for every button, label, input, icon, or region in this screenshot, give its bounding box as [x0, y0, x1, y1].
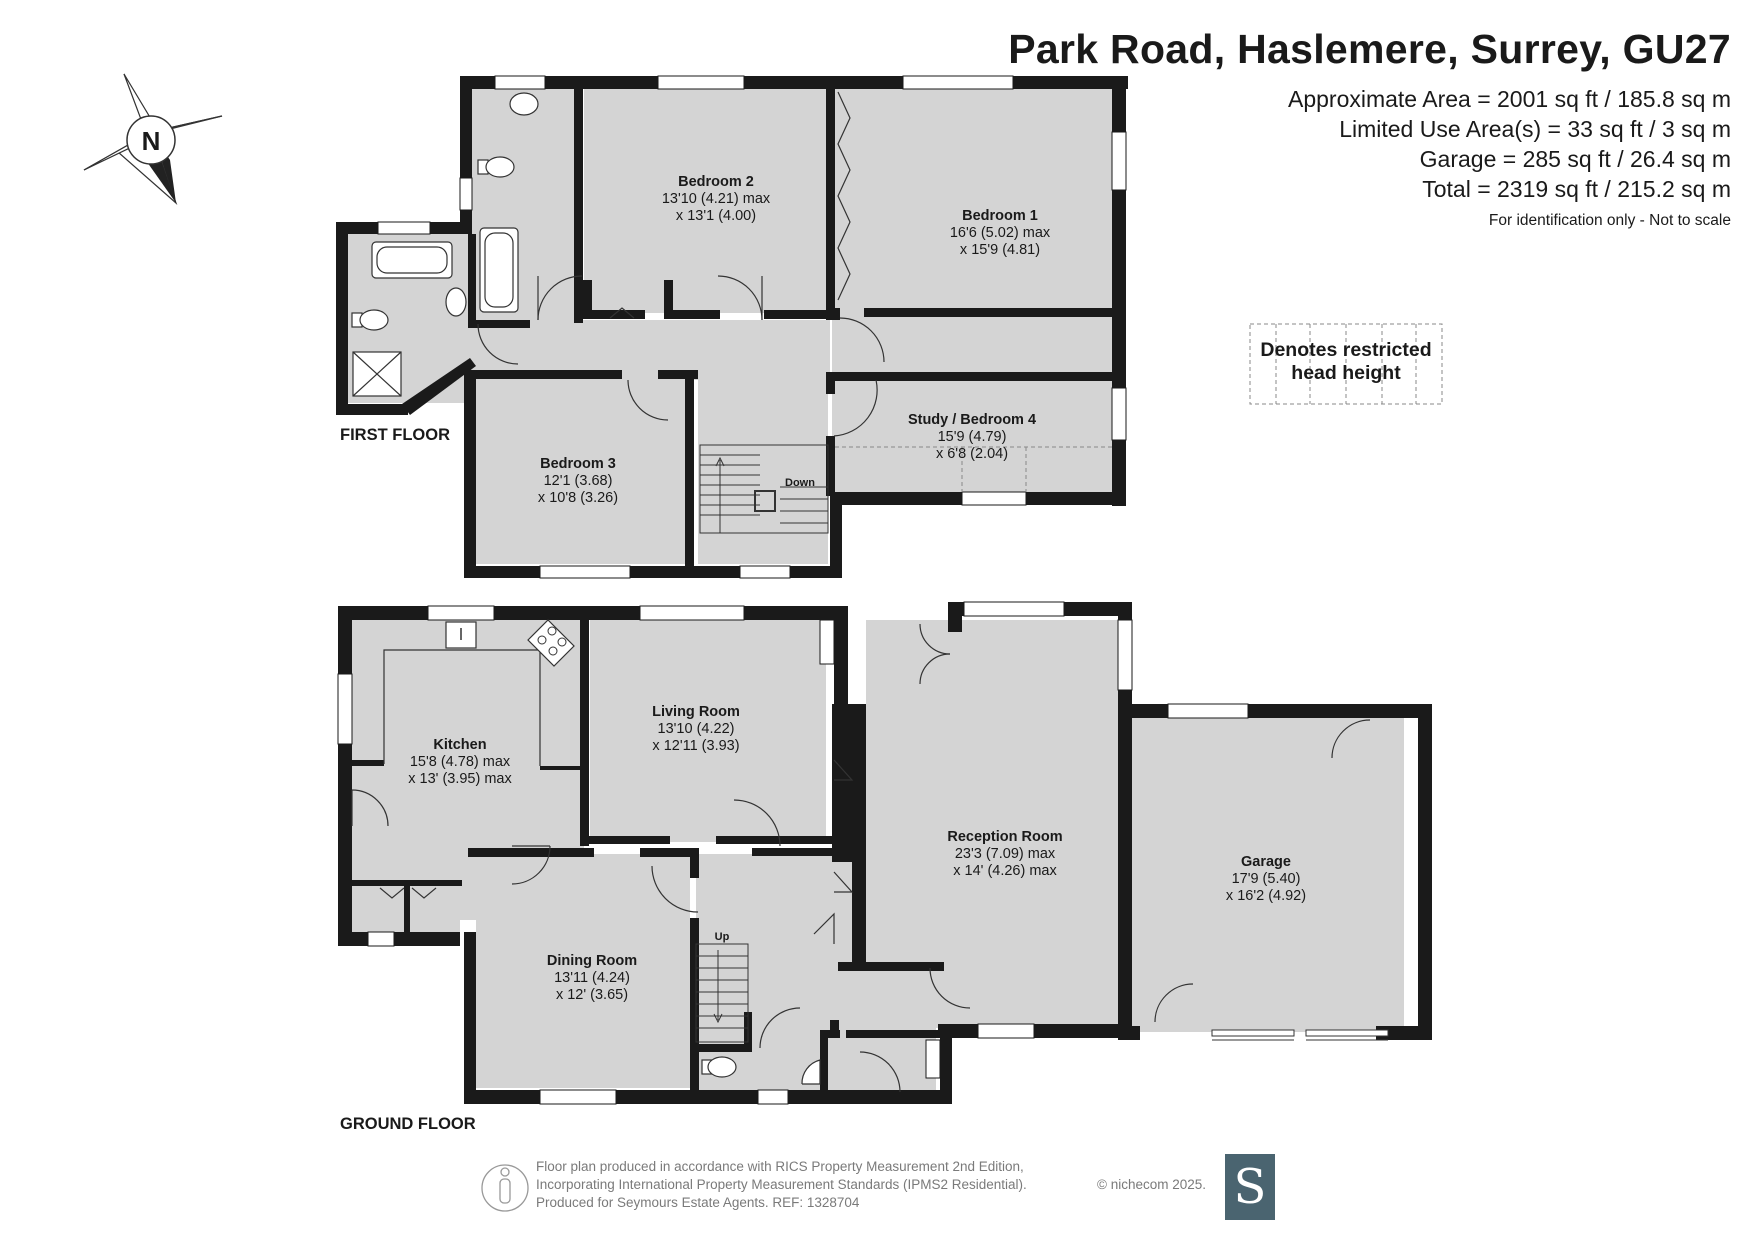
footer-note-line-2: Incorporating International Property Mea…: [536, 1177, 1027, 1192]
room-name: Study / Bedroom 4: [908, 412, 1036, 428]
room-name: Reception Room: [947, 829, 1062, 845]
ground-floor-label: GROUND FLOOR: [340, 1115, 476, 1133]
compass-label: N: [142, 126, 161, 156]
hob-icon: [527, 619, 575, 667]
first-floor-label: FIRST FLOOR: [340, 426, 450, 444]
approx-area-line: Approximate Area = 2001 sq ft / 185.8 sq…: [1287, 86, 1731, 112]
footer-note-line-1: Floor plan produced in accordance with R…: [536, 1159, 1024, 1174]
person-icon: [481, 1164, 529, 1212]
stairs-down-label: Down: [785, 477, 815, 489]
stair-landing-floor: [698, 370, 828, 564]
ground-floor-plan: [337, 601, 1432, 1105]
first-floor-plan: [336, 75, 1128, 579]
room-dimensions: 13'11 (4.24): [554, 970, 630, 986]
room-dimensions: 15'9 (4.79): [938, 429, 1007, 445]
dining-room-floor: [476, 854, 690, 1088]
room-label-study-bedroom-4: Study / Bedroom 415'9 (4.79)x 6'8 (2.04): [908, 412, 1036, 462]
bedroom-3-floor: [476, 380, 692, 564]
room-dimensions: x 10'8 (3.26): [538, 490, 618, 506]
room-dimensions: 13'10 (4.22): [658, 721, 735, 737]
footer-note-line-3: Produced for Seymours Estate Agents. REF…: [536, 1195, 860, 1210]
room-dimensions: 15'8 (4.78) max: [410, 754, 511, 770]
room-dimensions: x 12'11 (3.93): [652, 738, 739, 754]
basin-icon-ensuite: [445, 287, 467, 317]
stairs-up-label: Up: [715, 931, 730, 943]
room-name: Dining Room: [547, 953, 637, 969]
room-name: Living Room: [652, 704, 740, 720]
legend: Denotes restricted head height: [1250, 324, 1442, 404]
legend-line-1: Denotes restricted: [1260, 339, 1432, 361]
legend-restricted-box: [1249, 323, 1443, 405]
room-name: Kitchen: [433, 737, 486, 753]
limited-use-area-line: Limited Use Area(s) = 33 sq ft / 3 sq m: [1339, 116, 1731, 142]
legend-line-2: head height: [1291, 362, 1401, 384]
room-name: Bedroom 1: [962, 208, 1038, 224]
property-address-title: Park Road, Haslemere, Surrey, GU27: [1008, 26, 1731, 72]
room-dimensions: x 13' (3.95) max: [408, 771, 512, 787]
room-dimensions: x 15'9 (4.81): [960, 242, 1040, 258]
room-dimensions: 16'6 (5.02) max: [950, 225, 1051, 241]
basin-icon: [509, 92, 539, 116]
room-dimensions: x 14' (4.26) max: [953, 863, 1057, 879]
room-dimensions: x 13'1 (4.00): [676, 208, 756, 224]
copyright-note: © nichecom 2025.: [1097, 1177, 1207, 1192]
identification-note: For identification only - Not to scale: [1488, 212, 1731, 229]
garage-area-line: Garage = 285 sq ft / 26.4 sq m: [1419, 146, 1731, 172]
agent-logo: S: [1225, 1154, 1275, 1220]
bedroom-2-floor: [584, 88, 826, 313]
room-dimensions: x 16'2 (4.92): [1226, 888, 1306, 904]
total-area-line: Total = 2319 sq ft / 215.2 sq m: [1422, 176, 1731, 202]
room-name: Bedroom 2: [678, 174, 754, 190]
living-room-floor: [590, 620, 826, 842]
north-compass-icon: N: [83, 73, 223, 205]
reception-room-floor: [866, 620, 1118, 1028]
room-dimensions: x 6'8 (2.04): [936, 446, 1008, 462]
room-name: Garage: [1241, 854, 1291, 870]
bedroom-1-floor: [832, 88, 1112, 373]
study-floor: [832, 380, 1112, 497]
legend-text: Denotes restricted head height: [1250, 339, 1442, 385]
room-dimensions: 12'1 (3.68): [544, 473, 613, 489]
corner-basin-icon: [801, 1059, 821, 1085]
room-dimensions: 17'9 (5.40): [1232, 871, 1301, 887]
sink-icon: [445, 621, 477, 649]
room-name: Bedroom 3: [540, 456, 616, 472]
garage-floor: [1132, 716, 1404, 1032]
room-dimensions: 23'3 (7.09) max: [955, 846, 1056, 862]
room-dimensions: 13'10 (4.21) max: [662, 191, 771, 207]
room-label-bedroom-3: Bedroom 312'1 (3.68)x 10'8 (3.26): [538, 456, 618, 506]
room-dimensions: x 12' (3.65): [556, 987, 628, 1003]
